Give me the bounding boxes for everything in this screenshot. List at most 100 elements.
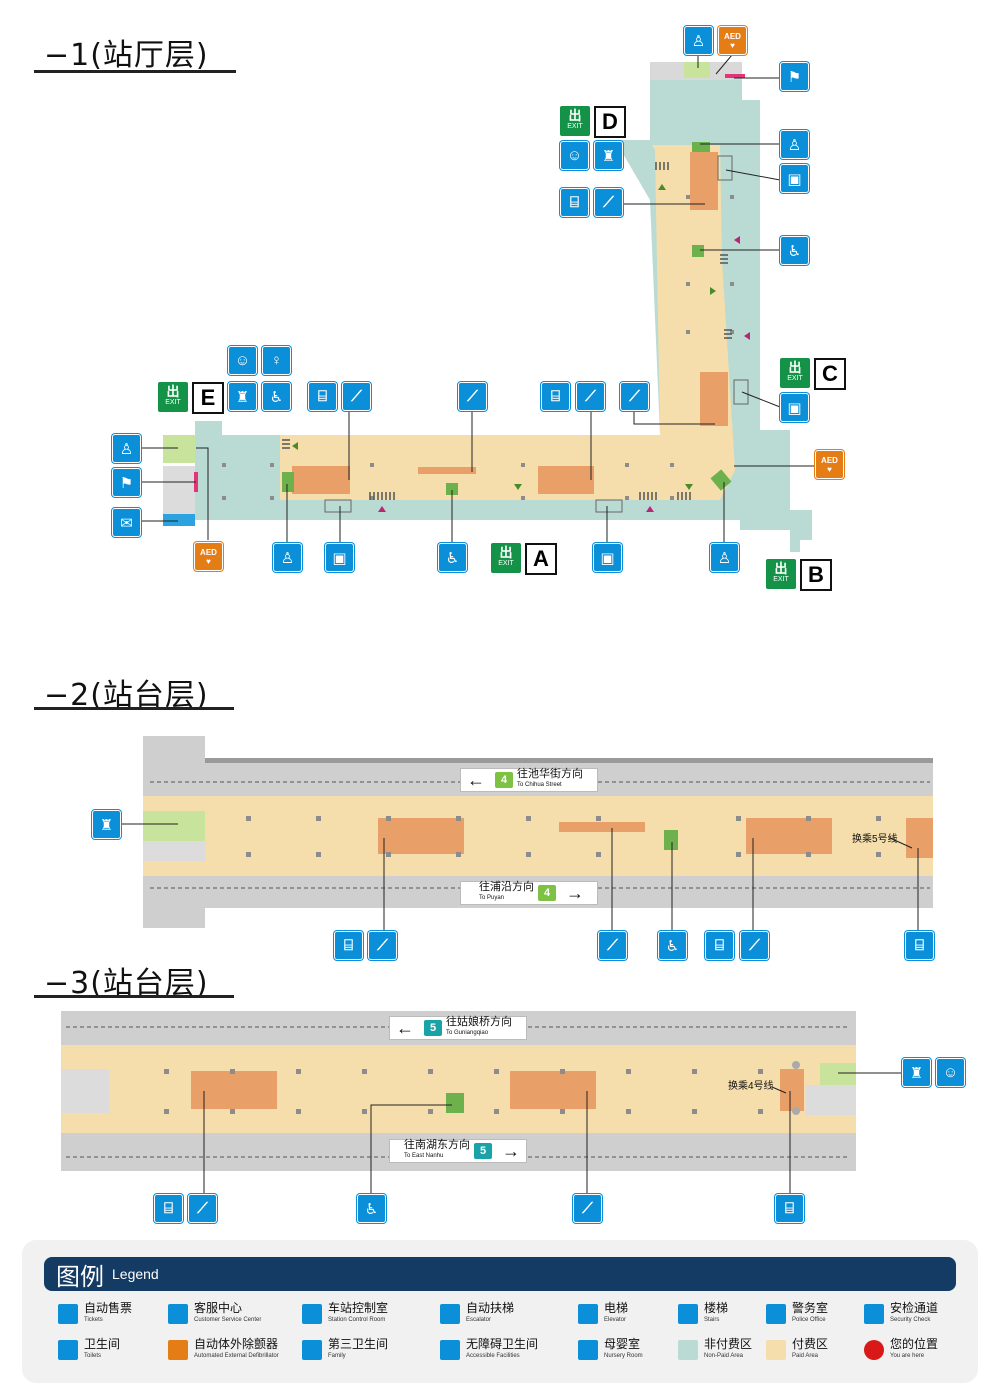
stairs-icon: ⌸: [705, 931, 734, 960]
legend-item: 楼梯 Stairs: [678, 1302, 798, 1326]
floor-title-rule: [34, 707, 234, 710]
legend-item-label-en: Nursery Room: [604, 1353, 643, 1359]
escalator: [700, 372, 728, 426]
exit-letter-e: E: [192, 382, 224, 414]
stairs-icon: ⌸: [308, 382, 337, 411]
legend-item-label-en: Police Office: [792, 1317, 826, 1323]
transfer-label: 换乘5号线: [852, 834, 898, 845]
stairs-icon: ⌸: [334, 931, 363, 960]
ticket-machine: [725, 74, 745, 78]
pillars: [222, 195, 734, 500]
legend-item-label-en: Toilets: [84, 1353, 102, 1359]
service-icon: ♙: [710, 543, 739, 572]
legend-item-label: 电梯: [604, 1301, 629, 1315]
nursery-icon: [578, 1340, 598, 1360]
service-icon: ♙: [273, 543, 302, 572]
stairs-icon: ⌸: [775, 1194, 804, 1223]
legend-item-label-en: Customer Service Center: [194, 1317, 262, 1323]
elevator: [710, 469, 732, 491]
legend-item-label-en: Automated External Defibrillator: [194, 1353, 279, 1359]
legend-item-label-en: Escalator: [466, 1317, 492, 1323]
exit-letter-d: D: [594, 106, 626, 138]
legend-item-label-en: Station Control Room: [328, 1317, 386, 1323]
toilet-icon: ♜: [902, 1058, 931, 1087]
arrow-left-icon: ←: [396, 1017, 414, 1038]
escalator-icon: ⟋: [342, 382, 371, 411]
elevator: [446, 1093, 464, 1113]
escalator-icon: [440, 1304, 460, 1324]
legend-item: 客服中心 Customer Service Center: [168, 1302, 288, 1326]
legend-item-label-en: Stairs: [704, 1317, 720, 1323]
floor-b2-map: [120, 736, 933, 930]
stairs-icon: ⌸: [541, 382, 570, 411]
family-toilet-icon: [302, 1340, 322, 1360]
legend-item-label: 楼梯: [704, 1301, 729, 1315]
escalator: [378, 818, 464, 854]
legend-item-label: 付费区: [792, 1337, 829, 1351]
legend-item-label-en: Accessible Facilities: [466, 1353, 520, 1359]
legend-item-label: 卫生间: [84, 1337, 121, 1351]
escalator: [292, 466, 350, 494]
leader-lines: [203, 1072, 902, 1193]
pillar-round: [792, 1107, 800, 1115]
pillar-round: [792, 1061, 800, 1069]
ticket-icon: [58, 1304, 78, 1324]
service-icon: [168, 1304, 188, 1324]
platform-end-room: [143, 841, 205, 861]
security-room: [163, 514, 195, 526]
floor-title-rule: [34, 70, 236, 73]
legend-item-label: 自动售票: [84, 1301, 133, 1315]
arrow-right-icon: →: [566, 882, 584, 903]
leader-lines: [120, 823, 919, 930]
legend-item-label-en: You are here: [890, 1353, 925, 1359]
service-icon: ♙: [112, 434, 141, 463]
aed-icon: AED♥: [718, 26, 747, 55]
legend-item-label-en: Non-Paid Area: [704, 1353, 744, 1359]
ticket-office: [324, 499, 352, 513]
legend-header: 图例 Legend: [44, 1257, 956, 1291]
aed-icon: [168, 1340, 188, 1360]
exit-letter-b: B: [800, 559, 832, 591]
elevator: [446, 483, 458, 495]
nursery-icon: ♀: [262, 346, 291, 375]
stairs: [418, 467, 476, 474]
elevator: [282, 472, 294, 492]
control-room-icon: ▣: [780, 393, 809, 422]
toilet-icon: ♜: [228, 382, 257, 411]
stairs-icon: ⌸: [905, 931, 934, 960]
escalator: [191, 1071, 277, 1109]
accessible-icon: [440, 1340, 460, 1360]
non-paid-swatch: [678, 1340, 698, 1360]
arrow-left-icon: ←: [467, 769, 485, 790]
leader-lines: [140, 54, 815, 543]
toilet-icon: ♜: [594, 141, 623, 170]
legend-item-label: 母婴室: [604, 1337, 641, 1351]
escalator: [690, 152, 718, 210]
transfer-stairs: [906, 818, 933, 858]
family-toilet-icon: ☺: [228, 346, 257, 375]
escalator-icon: ⟋: [620, 382, 649, 411]
legend-item-label: 客服中心: [194, 1301, 243, 1315]
legend-item-label: 无障碍卫生间: [466, 1337, 539, 1351]
legend-item: 电梯 Elevator: [578, 1302, 698, 1326]
transfer-label: 换乘4号线: [728, 1081, 774, 1092]
legend-item-label-en: Elevator: [604, 1317, 627, 1323]
police-icon: ⚑: [780, 62, 809, 91]
paid-swatch: [766, 1340, 786, 1360]
family-toilet-icon: ☺: [936, 1058, 965, 1087]
line-badge: 4: [495, 772, 513, 788]
